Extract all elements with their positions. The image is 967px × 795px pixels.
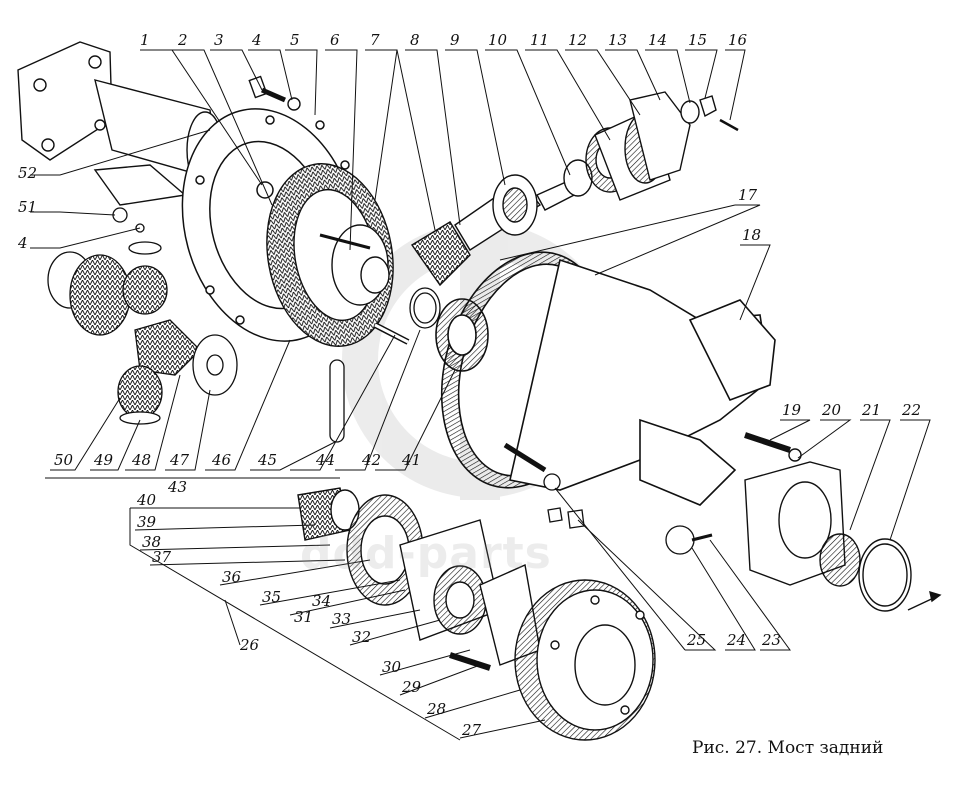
label-15: 15	[688, 31, 707, 49]
label-4b: 4	[17, 234, 28, 252]
part-number-labels: 1 2 3 4 5 6 7 8 9 10 11 12 13 14 15 16 1…	[17, 31, 921, 739]
label-26: 26	[239, 636, 260, 654]
label-45: 45	[257, 451, 277, 469]
label-29: 29	[401, 678, 422, 696]
label-36: 36	[222, 568, 242, 586]
pinion-assembly-lower	[297, 487, 656, 741]
label-46: 46	[211, 451, 232, 469]
label-44: 44	[315, 451, 335, 469]
label-50: 50	[54, 451, 74, 469]
figure-caption: Рис. 27. Мост задний	[692, 738, 884, 758]
label-11: 11	[530, 31, 549, 49]
label-39: 39	[137, 513, 157, 531]
axle-tube-right	[744, 432, 942, 612]
label-18: 18	[742, 226, 761, 244]
label-14: 14	[648, 31, 667, 49]
label-17: 17	[738, 186, 758, 204]
label-24: 24	[726, 631, 746, 649]
label-51: 51	[18, 198, 37, 216]
label-31: 31	[294, 608, 313, 626]
label-9: 9	[450, 31, 460, 49]
label-20: 20	[821, 401, 842, 419]
label-47: 47	[169, 451, 190, 469]
label-13: 13	[608, 31, 627, 49]
label-35: 35	[262, 588, 281, 606]
label-2: 2	[177, 31, 188, 49]
cross-shaft	[329, 287, 441, 443]
label-4: 4	[251, 31, 262, 49]
label-43: 43	[167, 478, 187, 496]
label-48: 48	[131, 451, 151, 469]
label-40: 40	[136, 491, 157, 509]
watermark-text: ddd-parts	[300, 528, 552, 579]
label-21: 21	[861, 401, 881, 419]
label-7: 7	[370, 31, 380, 49]
label-41: 41	[401, 451, 421, 469]
label-28: 28	[426, 700, 446, 718]
label-38: 38	[142, 533, 161, 551]
ring-gear	[266, 163, 394, 347]
label-8: 8	[410, 31, 420, 49]
label-23: 23	[761, 631, 781, 649]
label-27: 27	[461, 721, 482, 739]
label-49: 49	[93, 451, 114, 469]
label-22: 22	[901, 401, 921, 419]
label-10: 10	[488, 31, 508, 49]
label-3: 3	[214, 31, 224, 49]
label-42: 42	[361, 451, 381, 469]
axle-housing	[435, 251, 776, 506]
label-52: 52	[18, 164, 37, 182]
label-32: 32	[352, 628, 371, 646]
drive-pinion	[410, 174, 581, 287]
label-5: 5	[290, 31, 300, 49]
label-1: 1	[140, 31, 150, 49]
label-12: 12	[568, 31, 587, 49]
pinion-bearing-cage	[563, 91, 739, 201]
label-33: 33	[332, 610, 351, 628]
label-34: 34	[312, 592, 331, 610]
label-25: 25	[686, 631, 706, 649]
bolt-3	[248, 75, 301, 111]
differential-gears	[47, 207, 238, 425]
leader-lines	[30, 49, 931, 741]
label-19: 19	[782, 401, 802, 419]
label-30: 30	[382, 658, 402, 676]
label-6: 6	[330, 31, 340, 49]
label-16: 16	[728, 31, 748, 49]
label-37: 37	[152, 548, 172, 566]
